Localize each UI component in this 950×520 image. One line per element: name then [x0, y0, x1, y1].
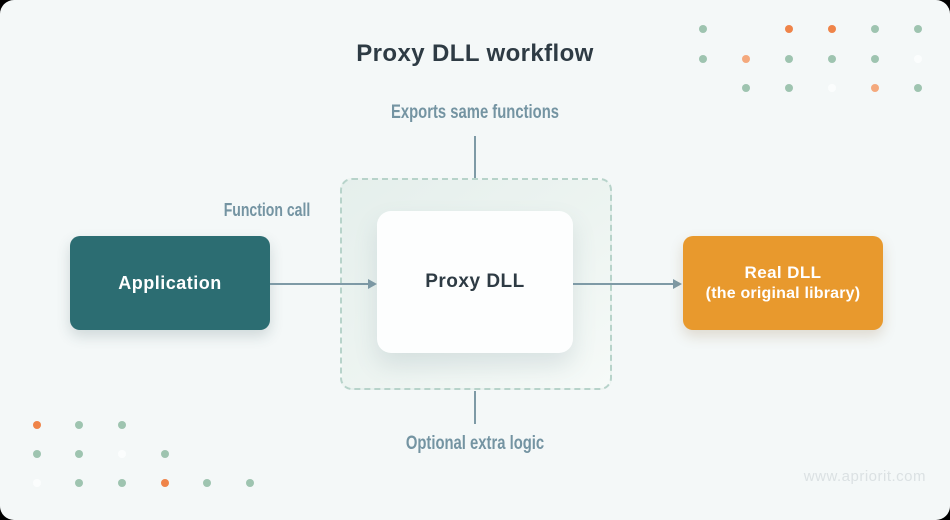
function-call-label: Function call [223, 200, 311, 220]
arrow-head-right-icon [368, 279, 377, 289]
decor-dot [742, 55, 750, 63]
decor-dot [914, 84, 922, 92]
real-dll-node-sublabel: (the original library) [705, 285, 861, 302]
decor-dot [785, 55, 793, 63]
arrow-line-function-call [270, 283, 370, 285]
watermark: www.apriorit.com [803, 468, 926, 485]
real-dll-node: Real DLL (the original library) [683, 236, 883, 330]
decor-dot [75, 450, 83, 458]
decor-dot [33, 450, 41, 458]
decor-dot [785, 25, 793, 33]
decor-dot [742, 84, 750, 92]
decor-dot [161, 450, 169, 458]
decor-dot [118, 450, 126, 458]
real-dll-node-label: Real DLL [744, 263, 822, 282]
decor-dot [871, 25, 879, 33]
decor-dot [118, 421, 126, 429]
application-node: Application [70, 236, 270, 330]
decor-dot [785, 84, 793, 92]
exports-same-functions-label: Exports same functions [390, 102, 559, 123]
decor-dot [871, 55, 879, 63]
decor-dot [828, 55, 836, 63]
page-title: Proxy DLL workflow [356, 40, 594, 67]
decor-dot [828, 25, 836, 33]
decor-dot [118, 479, 126, 487]
decor-dot [914, 25, 922, 33]
decor-dot [828, 84, 836, 92]
decor-dot [161, 479, 169, 487]
decor-dot [914, 55, 922, 63]
decor-dot [75, 421, 83, 429]
arrow-head-right-icon [673, 279, 682, 289]
arrow-line-proxy-to-real [573, 283, 675, 285]
decor-dot [33, 479, 41, 487]
arrow-line-exports [474, 136, 476, 202]
decor-dot [699, 25, 707, 33]
decor-dot [75, 479, 83, 487]
decor-dot [203, 479, 211, 487]
connector-line-optional [474, 391, 476, 424]
proxy-dll-node-label: Proxy DLL [425, 271, 525, 292]
application-node-label: Application [118, 272, 222, 293]
decor-dot [246, 479, 254, 487]
proxy-dll-node: Proxy DLL [377, 211, 573, 353]
optional-extra-logic-label: Optional extra logic [405, 433, 545, 454]
decor-dot [33, 421, 41, 429]
decor-dot [871, 84, 879, 92]
decor-dot [699, 55, 707, 63]
